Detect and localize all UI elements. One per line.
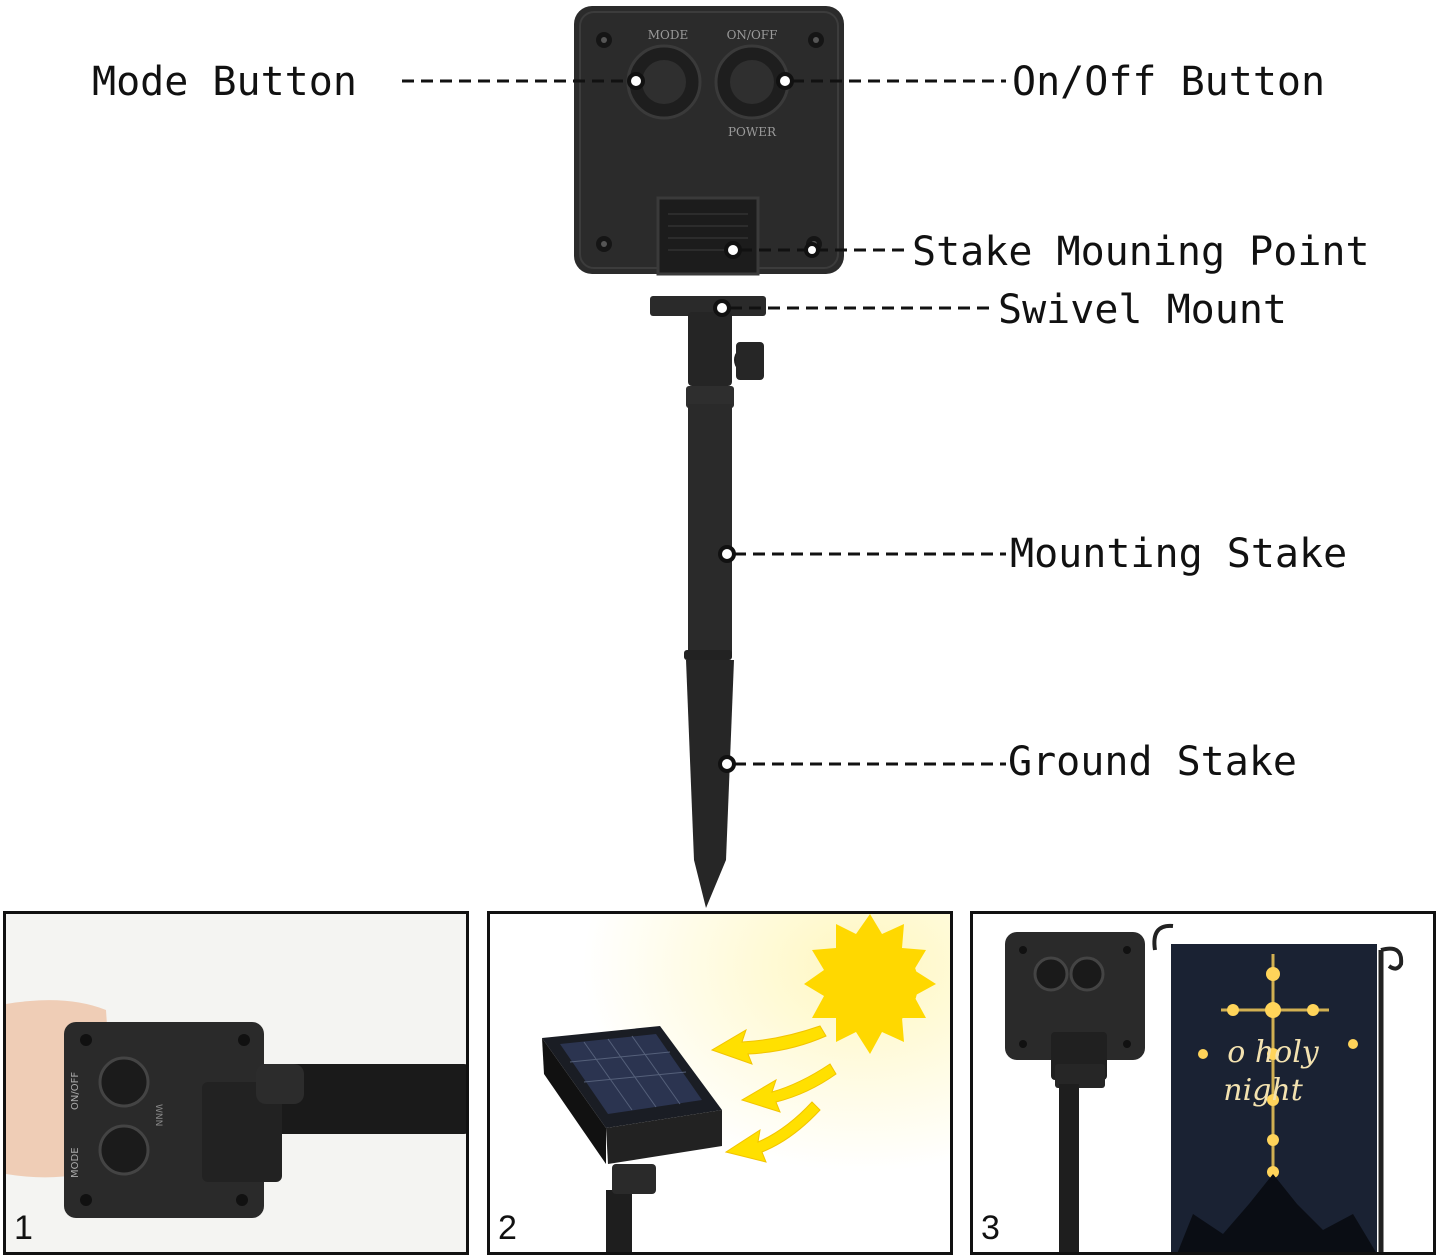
device-label-on-off: ON/OFF (727, 28, 778, 42)
panel-number-1: 1 (14, 1209, 33, 1247)
sun-icon (804, 914, 936, 1054)
panel-number-3: 3 (981, 1209, 1000, 1247)
callout-swivel-mount: Swivel Mount (998, 287, 1287, 333)
device-label-mode: MODE (648, 28, 689, 42)
callout-mounting-stake: Mounting Stake (1010, 531, 1348, 577)
callout-stake-mounting-point: Stake Mouning Point (912, 229, 1370, 275)
callout-ground-stake: Ground Stake (1008, 739, 1297, 785)
panel-1-label-power: WNN (153, 1104, 163, 1126)
callout-mode-button: Mode Button (92, 59, 357, 105)
panel-1-label-on-off: ON/OFF (70, 1072, 81, 1110)
swivel-mount-shape (650, 296, 766, 316)
flag-text-line-1: o holy (1227, 1035, 1320, 1070)
panel-1-label-mode: MODE (70, 1147, 81, 1178)
stake-mount-slot (656, 196, 760, 276)
flag-text-line-2: night (1223, 1073, 1303, 1108)
step-panel-1: ON/OFF MODE WNN 1 (3, 911, 469, 1255)
step-panel-3: o holy night 3 (970, 911, 1436, 1255)
panel-2-image (490, 914, 950, 1252)
panel-number-2: 2 (498, 1209, 517, 1247)
callout-on-off-button: On/Off Button (1012, 59, 1326, 105)
nativity-silhouette (1177, 1174, 1376, 1252)
step-panel-2: 2 (487, 911, 953, 1255)
panel-1-image: ON/OFF MODE WNN (6, 914, 466, 1252)
leader-dots (627, 72, 820, 773)
mounting-stake-shape (688, 404, 732, 654)
flag-lights (1198, 967, 1358, 1178)
device-label-power: POWER (728, 125, 777, 139)
leader-lines (402, 79, 1006, 766)
device-diagram: MODE ON/OFF POWER (402, 6, 1006, 908)
ground-stake-shape (686, 660, 734, 908)
sun-ray-arrows (710, 1025, 837, 1163)
panel-3-image: o holy night (973, 914, 1433, 1252)
